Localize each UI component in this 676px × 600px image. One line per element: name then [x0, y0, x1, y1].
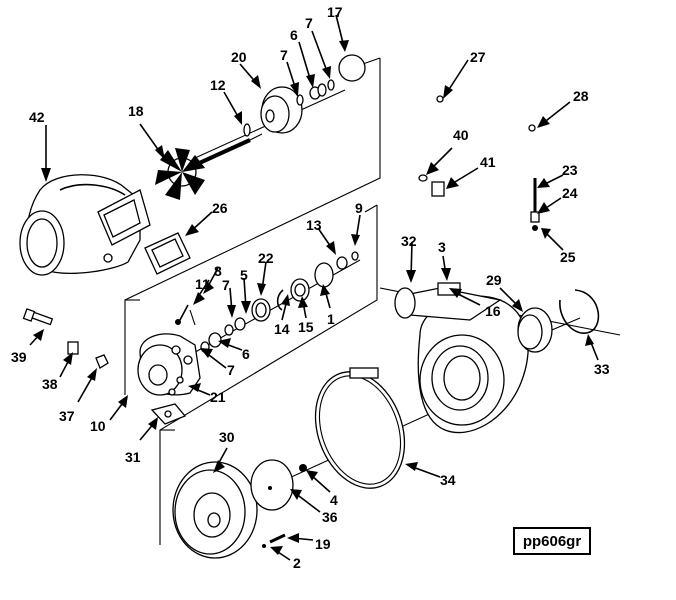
callout-41: 40	[453, 127, 469, 143]
bolt-24	[262, 533, 286, 548]
snap-ring-22	[559, 289, 600, 334]
callout-17: 17	[327, 4, 343, 20]
callout-18: 18	[128, 103, 144, 119]
callout-32: 42	[29, 109, 45, 125]
nut-4	[299, 464, 307, 472]
callout-14: 14	[274, 321, 290, 337]
callout-23: 29	[486, 272, 502, 288]
bearing-small-parts	[175, 251, 359, 353]
callout-40: 39	[11, 349, 27, 365]
callout-7-top-left: 7	[280, 47, 288, 63]
callout-7-mid: 7	[227, 362, 235, 378]
callout-15: 15	[298, 319, 314, 335]
callout-31: 32	[401, 233, 417, 249]
gasket-33	[150, 403, 187, 425]
compressor-housing	[394, 282, 529, 434]
backplate-19	[243, 86, 303, 137]
callout-16: 16	[485, 303, 501, 319]
callout-13: 13	[306, 217, 322, 233]
callout-25: 36	[322, 509, 338, 525]
callout-27: 23	[562, 162, 578, 178]
callout-6-mid: 6	[242, 346, 250, 362]
ring-23	[517, 307, 553, 353]
callout-12: 12	[210, 77, 226, 93]
callout-28: 25	[560, 249, 576, 265]
callout-2: 2	[293, 555, 301, 571]
callout-22: 33	[594, 361, 610, 377]
callout-30: 30	[219, 429, 235, 445]
callout-8: 8	[214, 263, 222, 279]
callout-36: 27	[470, 49, 486, 65]
callout-39: 38	[42, 376, 58, 392]
top-small-parts	[296, 54, 366, 106]
clamp-26	[314, 367, 406, 489]
callout-38: 37	[59, 408, 75, 424]
turbine-wheel-shaft	[155, 133, 263, 200]
gasket-34	[144, 232, 191, 275]
callout-19: 20	[231, 49, 247, 65]
diagram-code-label: pp606gr	[513, 527, 591, 555]
callout-11: 11	[195, 276, 210, 292]
callout-37: 28	[573, 88, 589, 104]
bearing-housing	[137, 333, 201, 396]
callout-33: 31	[125, 449, 141, 465]
callout-4: 4	[330, 492, 338, 508]
callout-5: 5	[240, 267, 248, 283]
compressor-backplate-30	[172, 461, 258, 559]
callout-7-top-right: 7	[305, 15, 313, 31]
fittings-right	[418, 95, 540, 231]
callout-1: 1	[327, 311, 335, 327]
turbine-housing	[19, 174, 151, 276]
callout-20: 21	[210, 389, 226, 405]
callout-29: 24	[562, 185, 578, 201]
callout-34: 26	[212, 200, 228, 216]
fasteners-left	[22, 308, 109, 369]
callout-26: 34	[440, 472, 456, 488]
callout-24: 19	[315, 536, 331, 552]
leader-arrows	[29, 14, 599, 561]
callout-labels: 42 18 12 20 7 6 7 17 26 27 28 40 41 23 2…	[11, 4, 610, 571]
o-ring-25	[250, 459, 294, 511]
callout-7-mid-left: 7	[222, 277, 230, 293]
callout-3: 3	[438, 239, 446, 255]
callout-10: 10	[90, 418, 106, 434]
panel-outlines	[124, 57, 381, 545]
callout-6-top: 6	[290, 27, 298, 43]
callout-9: 9	[355, 200, 363, 216]
callout-21: 22	[258, 250, 274, 266]
callout-42: 41	[480, 154, 496, 170]
